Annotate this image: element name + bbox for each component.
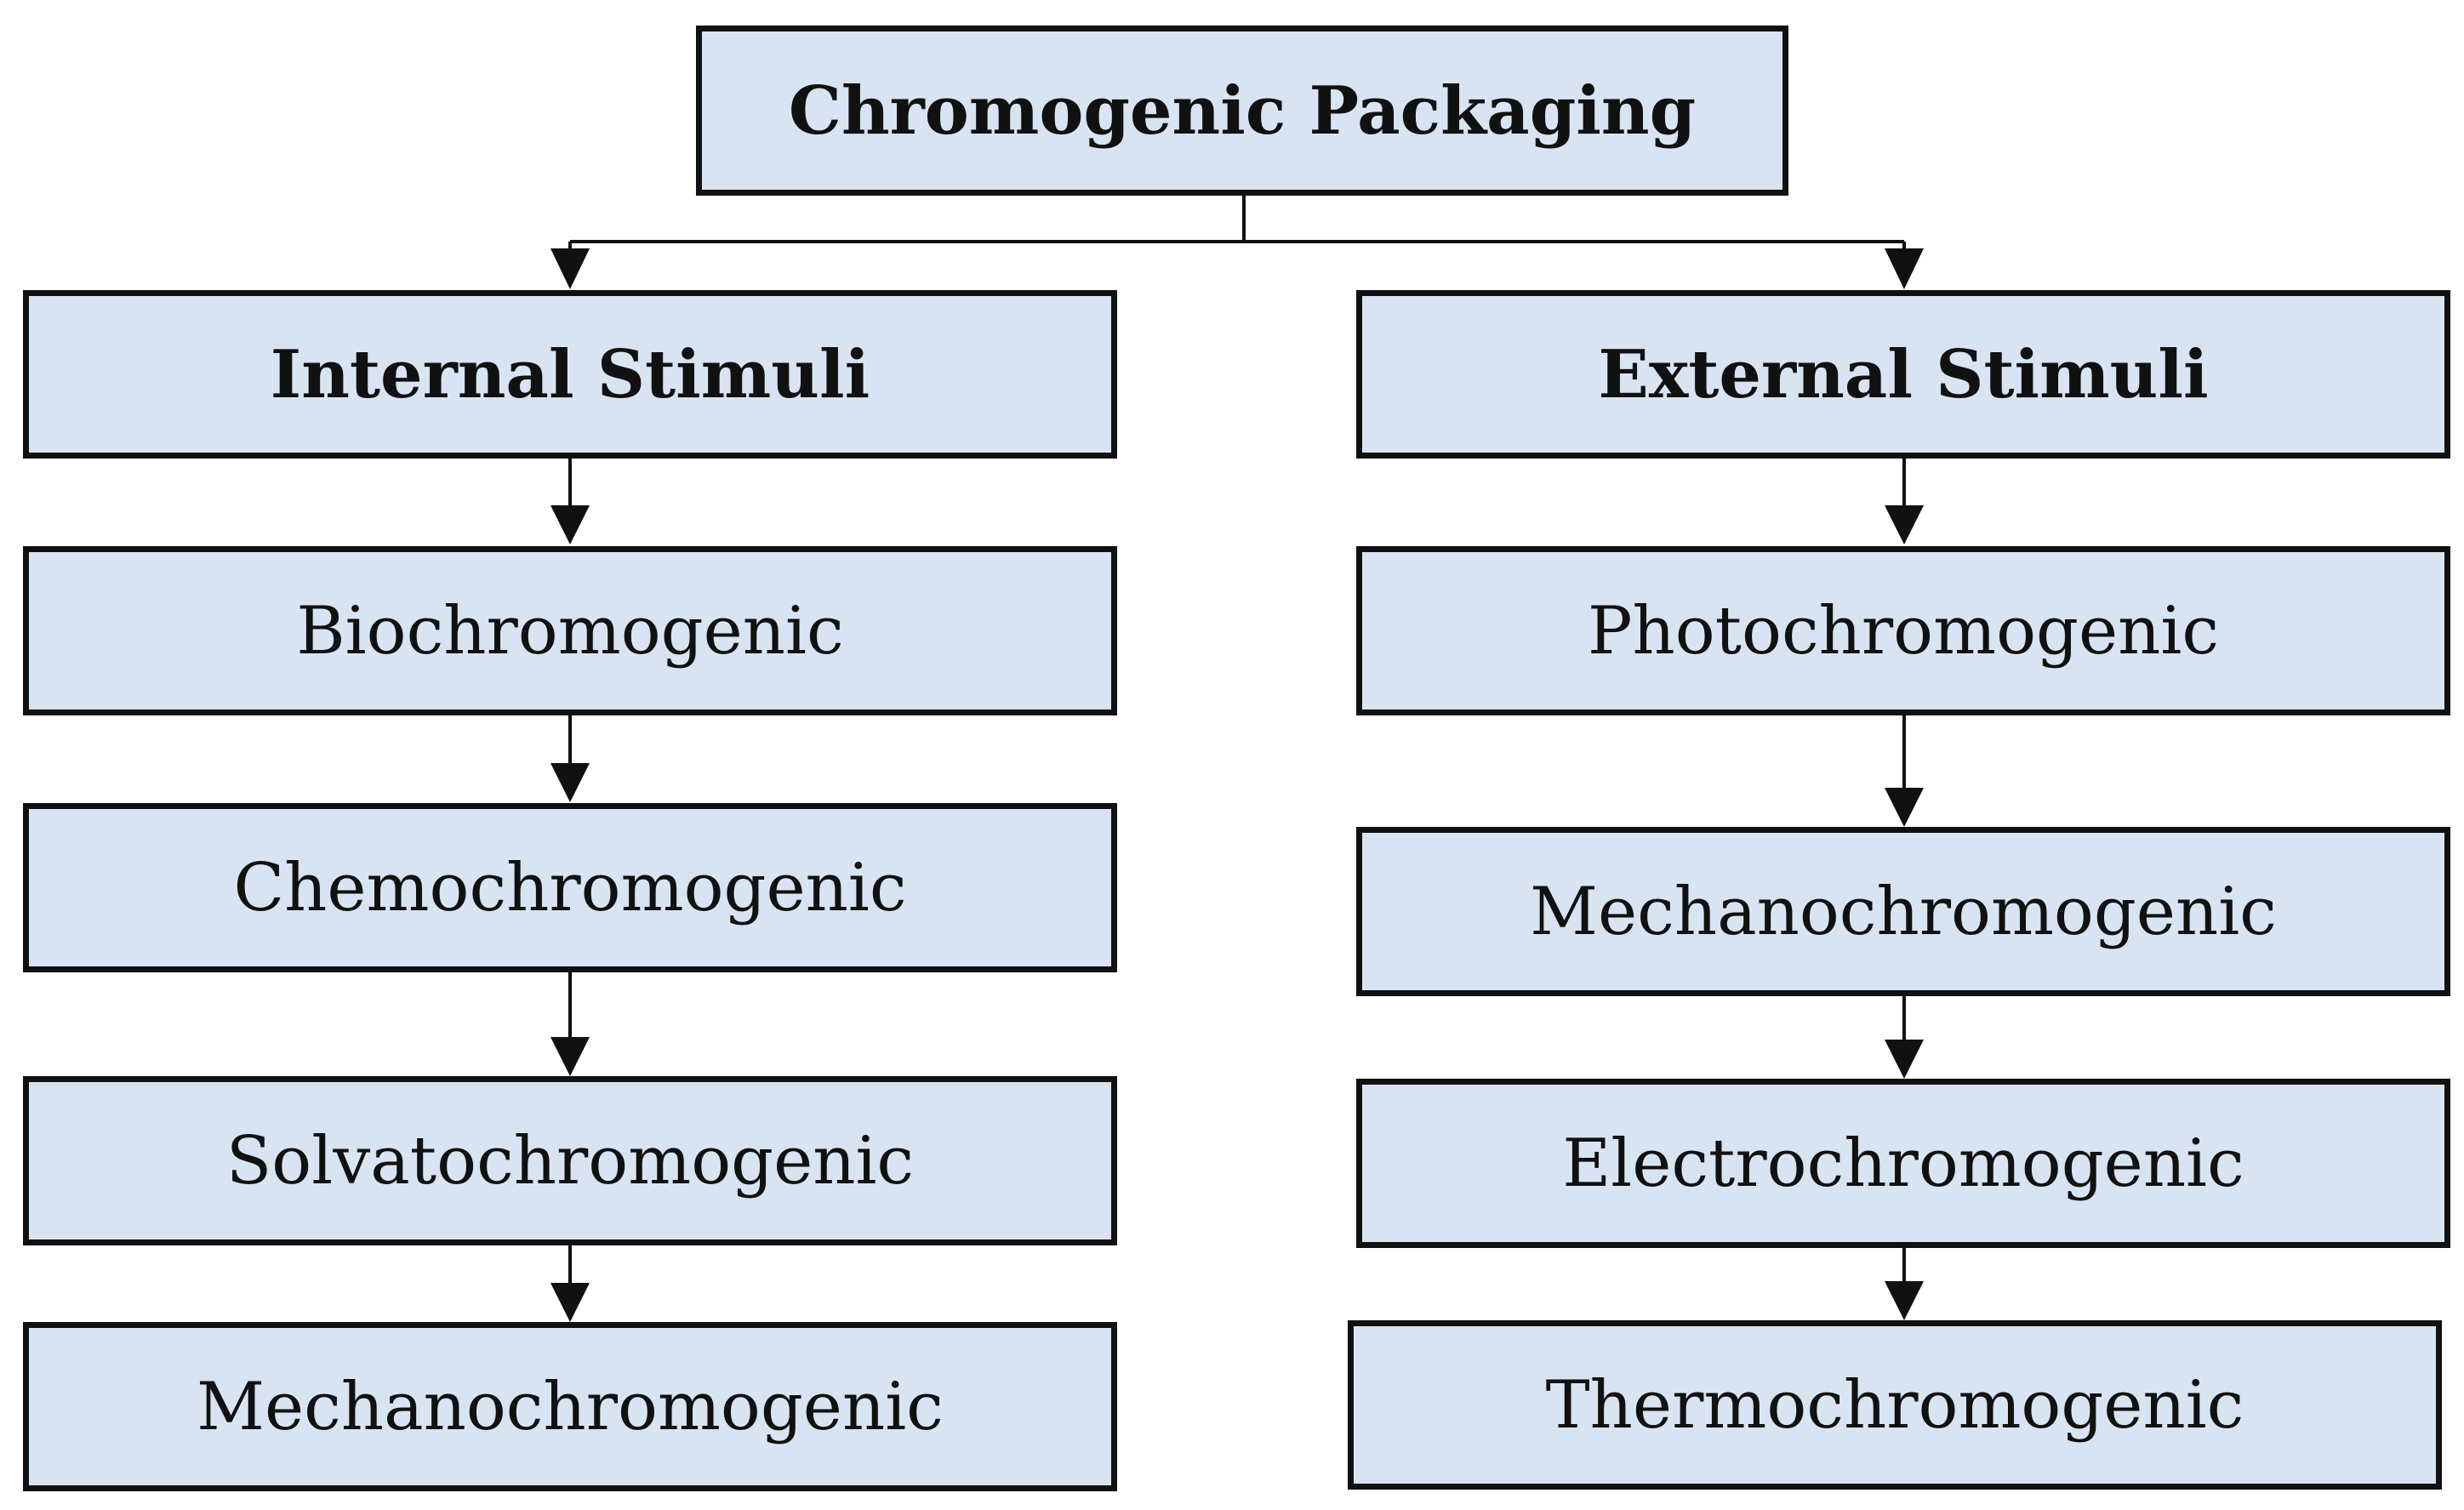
arrow-electrochromogenic-to-thermochromogenic <box>1885 1246 1924 1320</box>
biochromogenic-label: Biochromogenic <box>296 592 844 670</box>
external-mechanochromogenic-node: Mechanochromogenic <box>1356 827 2450 996</box>
solvatochromogenic-label: Solvatochromogenic <box>225 1122 915 1199</box>
arrow-mechanochromogenic-to-electrochromogenic <box>1885 995 1924 1079</box>
internal-mechanochromogenic-label: Mechanochromogenic <box>197 1368 944 1445</box>
internal-stimuli-label: Internal Stimuli <box>270 335 870 413</box>
arrow-chemochromogenic-to-solvatochromogenic <box>550 972 590 1076</box>
electrochromogenic-node: Electrochromogenic <box>1356 1079 2450 1248</box>
solvatochromogenic-node: Solvatochromogenic <box>23 1076 1117 1245</box>
root-connector <box>570 194 1904 243</box>
arrow-external-to-photochromogenic <box>1885 457 1924 544</box>
thermochromogenic-label: Thermochromogenic <box>1545 1366 2244 1444</box>
arrow-internal-to-biochromogenic <box>550 457 590 544</box>
arrow-root-to-internal <box>550 242 590 289</box>
external-stimuli-label: External Stimuli <box>1598 335 2209 413</box>
electrochromogenic-label: Electrochromogenic <box>1562 1125 2244 1202</box>
internal-stimuli-node: Internal Stimuli <box>23 290 1117 459</box>
external-stimuli-node: External Stimuli <box>1356 290 2450 459</box>
biochromogenic-node: Biochromogenic <box>23 546 1117 715</box>
chemochromogenic-node: Chemochromogenic <box>23 803 1117 972</box>
internal-mechanochromogenic-node: Mechanochromogenic <box>23 1322 1117 1491</box>
chemochromogenic-label: Chemochromogenic <box>233 849 907 926</box>
root-node: Chromogenic Packaging <box>696 26 1788 196</box>
arrow-photochromogenic-to-mechanochromogenic <box>1885 715 1924 827</box>
root-node-label: Chromogenic Packaging <box>788 71 1697 150</box>
arrow-biochromogenic-to-chemochromogenic <box>550 715 590 802</box>
thermochromogenic-node: Thermochromogenic <box>1348 1320 2442 1490</box>
external-mechanochromogenic-label: Mechanochromogenic <box>1530 873 2277 950</box>
arrow-root-to-external <box>1885 242 1924 289</box>
photochromogenic-label: Photochromogenic <box>1587 592 2220 670</box>
arrow-solvatochromogenic-to-mechanochromogenic <box>550 1244 590 1322</box>
photochromogenic-node: Photochromogenic <box>1356 546 2450 715</box>
